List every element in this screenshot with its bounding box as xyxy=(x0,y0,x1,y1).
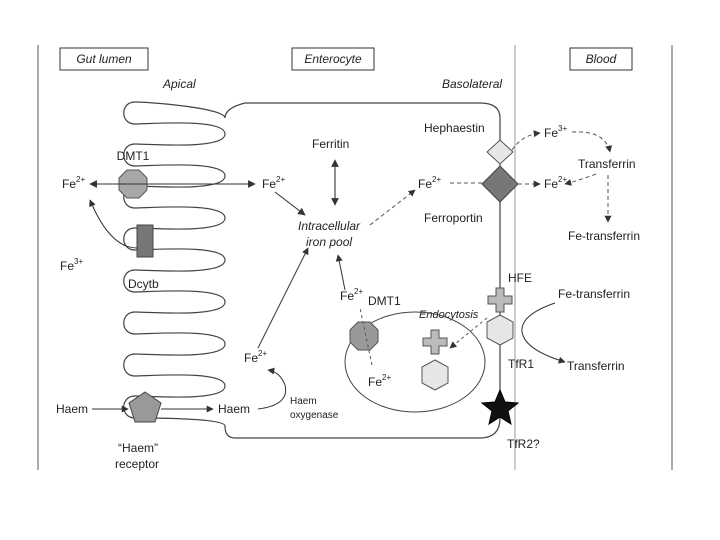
tfr1-icon xyxy=(486,314,514,346)
blood-header: Blood xyxy=(586,52,617,66)
haem-fe-to-pool-arrow xyxy=(257,247,309,349)
dcytb-icon xyxy=(136,224,154,258)
fe2-endosome-bottom-label: Fe2+ xyxy=(368,373,391,389)
hfe-icon xyxy=(487,287,513,313)
fe2-cell-label: Fe2+ xyxy=(262,175,285,191)
hfe-label: HFE xyxy=(508,271,532,285)
gut-lumen-header: Gut lumen xyxy=(76,52,132,66)
dcytb-label: Dcytb xyxy=(128,277,159,291)
tfr1-label: TfR1 xyxy=(508,357,534,371)
haem-receptor-label-line2: receptor xyxy=(115,457,159,471)
endocytosis-arrow xyxy=(449,317,488,349)
haem-oxygenase-arrow xyxy=(257,367,287,410)
fe2-to-pool-arrow xyxy=(274,191,306,216)
ferroportin-icon xyxy=(481,165,519,203)
haem-lumen-label: Haem xyxy=(56,402,88,416)
endocytosis-label: Endocytosis xyxy=(419,309,479,321)
basolateral-label: Basolateral xyxy=(442,77,502,91)
fe2-blood-label: Fe2+ xyxy=(544,175,567,191)
hfe-endosome-icon xyxy=(422,329,448,355)
fe3-reduction-arrow xyxy=(89,199,138,249)
dmt1-apical-label: DMT1 xyxy=(117,149,150,163)
pool-to-export-arrow xyxy=(369,189,416,226)
haem-oxygenase-label-line2: oxygenase xyxy=(290,410,339,421)
fe-transferrin-top-label: Fe-transferrin xyxy=(568,229,640,243)
apical-label: Apical xyxy=(162,77,196,91)
haem-cell-label: Haem xyxy=(218,402,250,416)
fe2-endosome-top-label: Fe2+ xyxy=(340,287,363,303)
fe3-lumen-label: Fe3+ xyxy=(60,257,83,273)
fe-transferrin-mid-label: Fe-transferrin xyxy=(558,287,630,301)
iron-pool-label-line2: iron pool xyxy=(306,235,352,249)
fe2-lumen-label: Fe2+ xyxy=(62,175,85,191)
fe3-blood-label: Fe3+ xyxy=(544,124,567,140)
enterocyte-header: Enterocyte xyxy=(304,52,362,66)
gut-lumen-header-box xyxy=(59,47,149,71)
blood-header-box xyxy=(569,47,633,71)
transferrin-to-fe2-arrow xyxy=(564,173,597,186)
endosome-fe-path xyxy=(359,307,373,366)
iron-pool-label-line1: Intracellular xyxy=(298,219,361,233)
fe3-to-transferrin-arrow xyxy=(571,131,613,153)
hephaestin-icon xyxy=(486,139,514,165)
transferrin-cycle-arrow xyxy=(521,302,566,364)
enterocyte-membrane xyxy=(123,101,501,439)
endosome-vesicle xyxy=(344,311,486,413)
tfr1-endosome-icon xyxy=(421,359,449,391)
tfr2-icon xyxy=(480,388,520,426)
ferroportin-label: Ferroportin xyxy=(424,211,483,225)
endosome-to-pool-arrow xyxy=(335,254,346,291)
haem-receptor-label-line1: “Haem” xyxy=(118,441,158,455)
fe3-oxidation-arrow xyxy=(511,130,541,151)
enterocyte-header-box xyxy=(291,47,375,71)
hephaestin-label: Hephaestin xyxy=(424,121,485,135)
fe2-haem-label: Fe2+ xyxy=(244,349,267,365)
dmt1-endosome-icon xyxy=(349,321,379,351)
transferrin-mid-label: Transferrin xyxy=(567,359,625,373)
haem-receptor-icon xyxy=(128,391,162,423)
ferritin-label: Ferritin xyxy=(312,137,349,151)
fe2-basolateral-label: Fe2+ xyxy=(418,175,441,191)
tfr2-label: TfR2? xyxy=(507,437,540,451)
haem-oxygenase-label-line1: Haem xyxy=(290,396,317,407)
transferrin-top-label: Transferrin xyxy=(578,157,636,171)
dmt1-endosome-label: DMT1 xyxy=(368,294,401,308)
